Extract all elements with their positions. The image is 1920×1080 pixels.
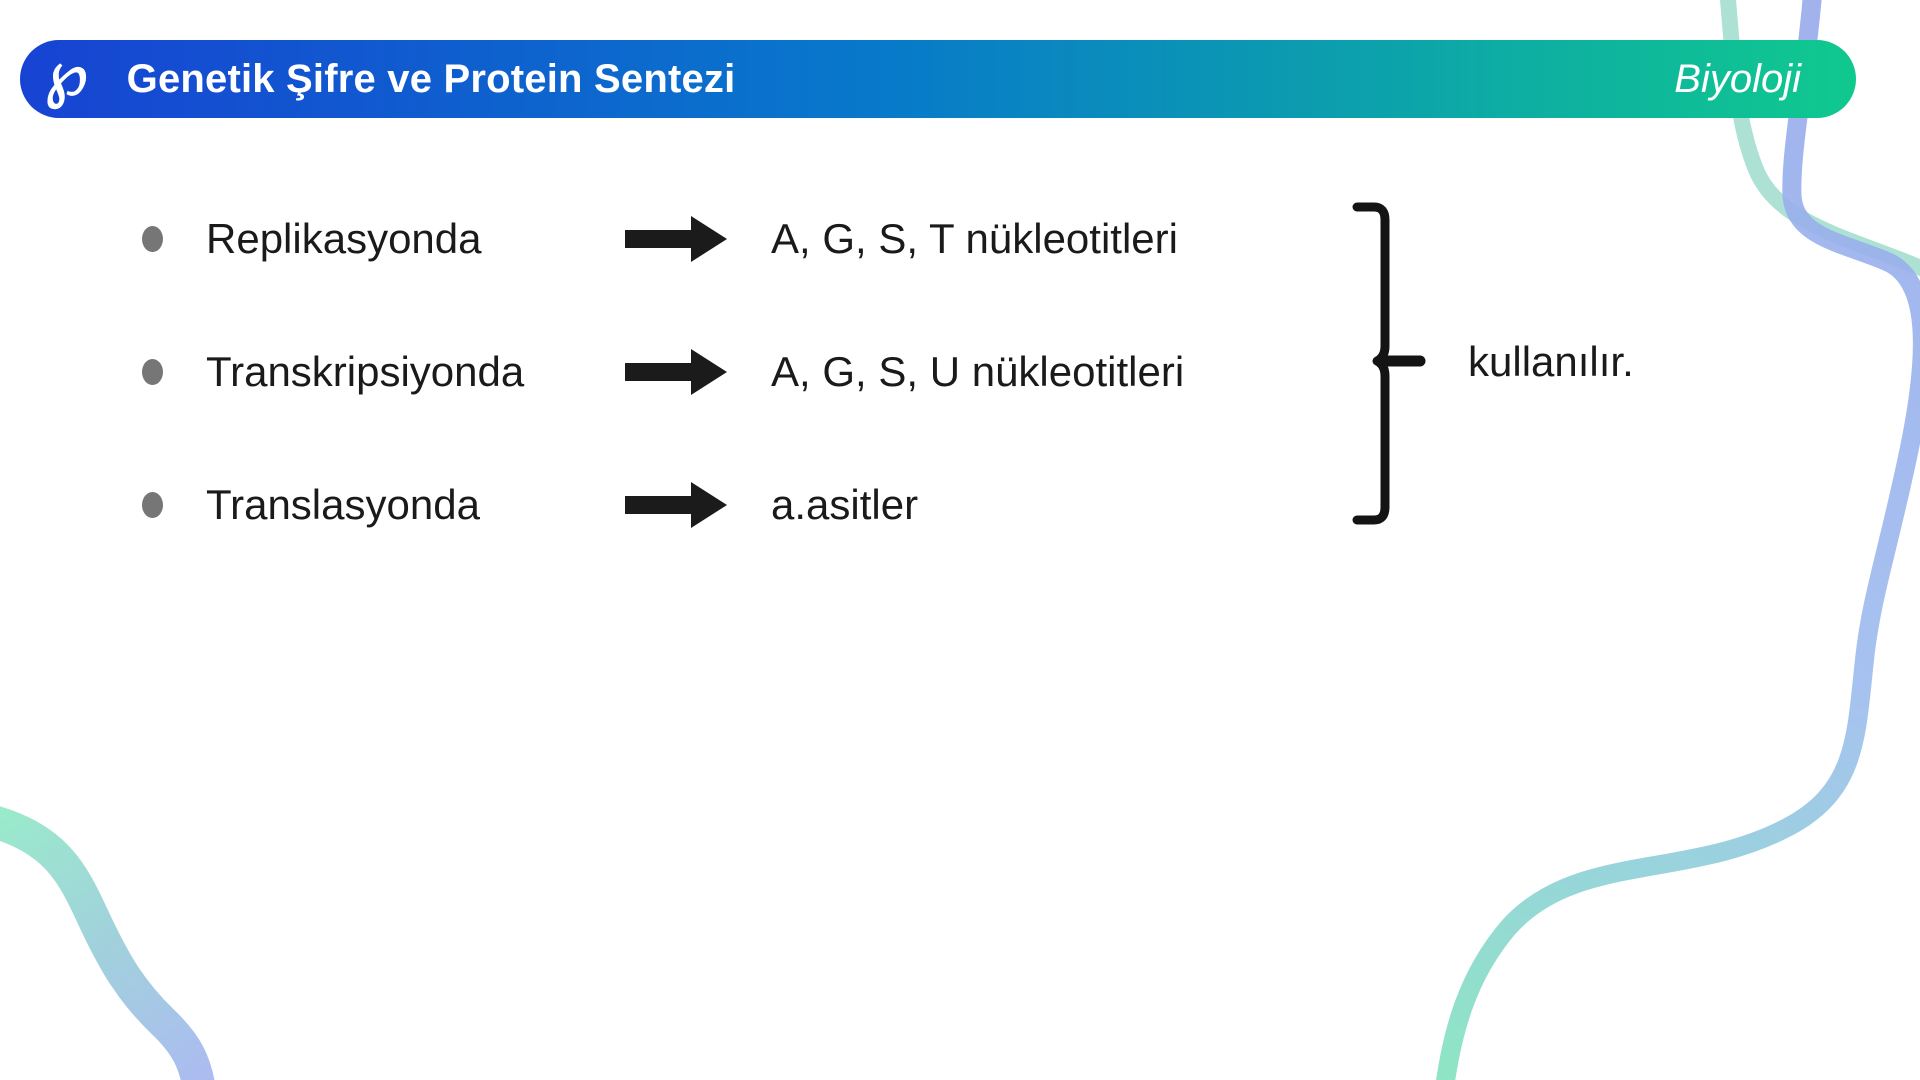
process-name: Transkripsiyonda [206, 347, 525, 395]
process-result: a.asitler [771, 480, 919, 528]
curve-right-blue-decoration [1436, 0, 1920, 1080]
process-name: Replikasyonda [206, 214, 482, 262]
header-bar: ℘ Genetik Şifre ve Protein Sentezi Biyol… [20, 40, 1856, 118]
right-arrow-icon [621, 344, 731, 400]
bullet-icon [142, 491, 163, 518]
curve-bottom-left-decoration [0, 806, 215, 1080]
process-list: Replikasyonda A, G, S, T nükleotitleri T… [140, 172, 1184, 571]
right-arrow-icon [621, 477, 731, 533]
process-result: A, G, S, T nükleotitleri [771, 214, 1178, 262]
brace-icon [1352, 202, 1426, 525]
bullet-icon [142, 225, 163, 252]
right-arrow-icon [621, 211, 731, 267]
brand-logo-icon: ℘ [44, 37, 89, 111]
conclusion-text: kullanılır. [1468, 338, 1634, 385]
process-name: Translasyonda [206, 480, 480, 528]
slide-title: Genetik Şifre ve Protein Sentezi [126, 56, 736, 101]
bullet-icon [142, 358, 163, 385]
process-result: A, G, S, U nükleotitleri [771, 347, 1185, 395]
subject-label: Biyoloji [1674, 56, 1801, 101]
